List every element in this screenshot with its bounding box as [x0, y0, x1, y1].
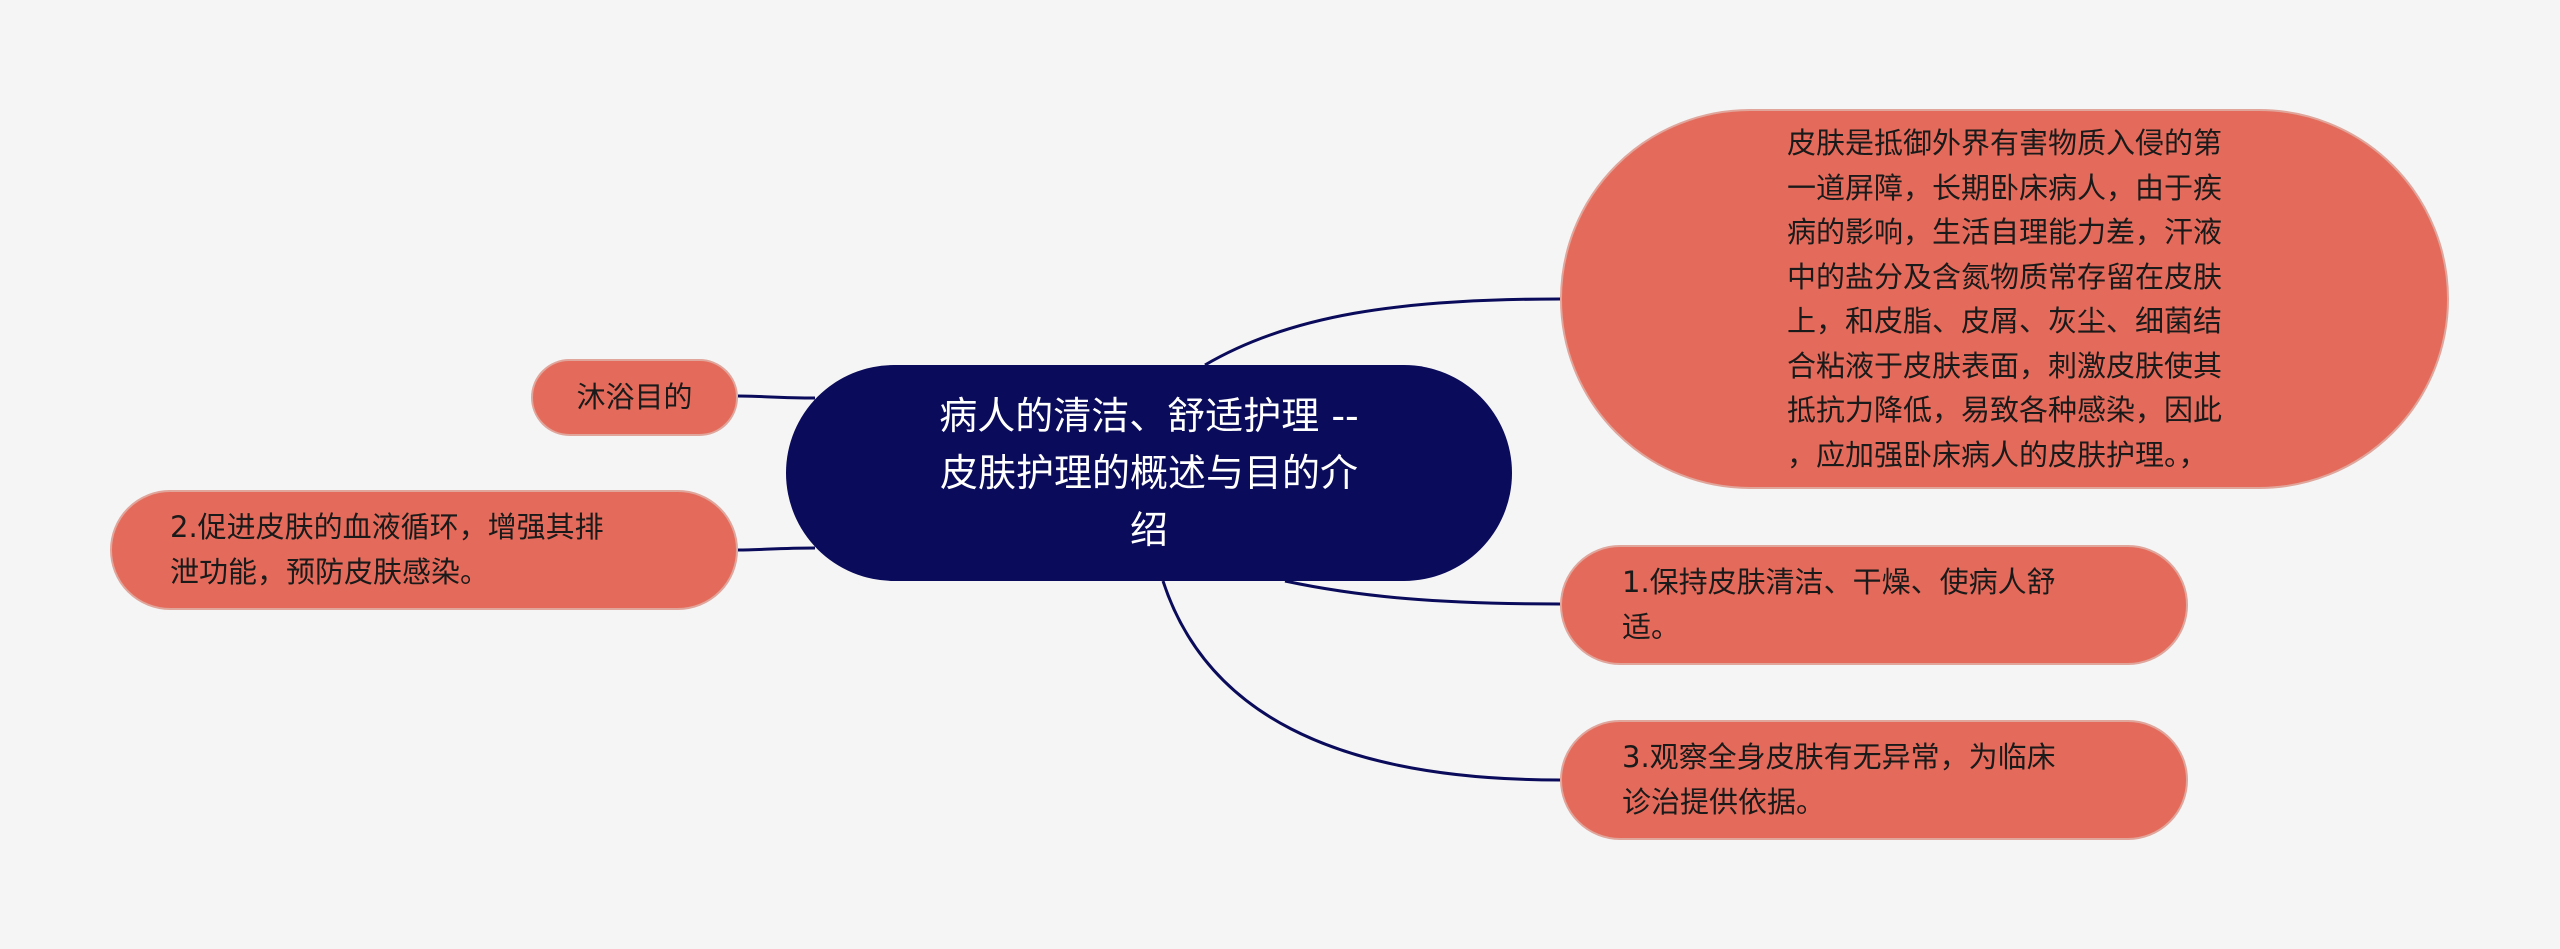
topic-label-keep-clean: 1.保持皮肤清洁、干燥、使病人舒 适。: [1622, 565, 2056, 644]
topic-label-promote-circulation: 2.促进皮肤的血液循环，增强其排 泄功能，预防皮肤感染。: [170, 510, 604, 589]
central-topic-label: 病人的清洁、舒适护理 -- 皮肤护理的概述与目的介 绍: [939, 393, 1359, 552]
topic-label-skin-intro: 皮肤是抵御外界有害物质入侵的第 一道屏障，长期卧床病人，由于疾 病的影响，生活自…: [1786, 126, 2222, 472]
edge-center-to-skin-intro: [1204, 297, 1561, 367]
topic-node-keep-clean[interactable]: 1.保持皮肤清洁、干燥、使病人舒 适。: [1560, 545, 2188, 665]
edge-center-to-keep-clean: [1284, 579, 1561, 606]
topic-label-observe-skin: 3.观察全身皮肤有无异常，为临床 诊治提供依据。: [1622, 740, 2056, 819]
central-topic-node[interactable]: 病人的清洁、舒适护理 -- 皮肤护理的概述与目的介 绍: [786, 365, 1512, 581]
edge-center-to-observe: [1161, 580, 1561, 782]
topic-node-observe-skin[interactable]: 3.观察全身皮肤有无异常，为临床 诊治提供依据。: [1560, 720, 2188, 840]
edge-center-to-bath: [737, 394, 816, 400]
topic-label-bath-purpose: 沐浴目的: [576, 380, 693, 414]
topic-node-bath-purpose[interactable]: 沐浴目的: [531, 359, 738, 436]
topic-node-promote-circulation[interactable]: 2.促进皮肤的血液循环，增强其排 泄功能，预防皮肤感染。: [110, 490, 738, 610]
topic-node-skin-intro[interactable]: 皮肤是抵御外界有害物质入侵的第 一道屏障，长期卧床病人，由于疾 病的影响，生活自…: [1560, 109, 2449, 489]
edge-center-to-promote: [737, 546, 816, 552]
